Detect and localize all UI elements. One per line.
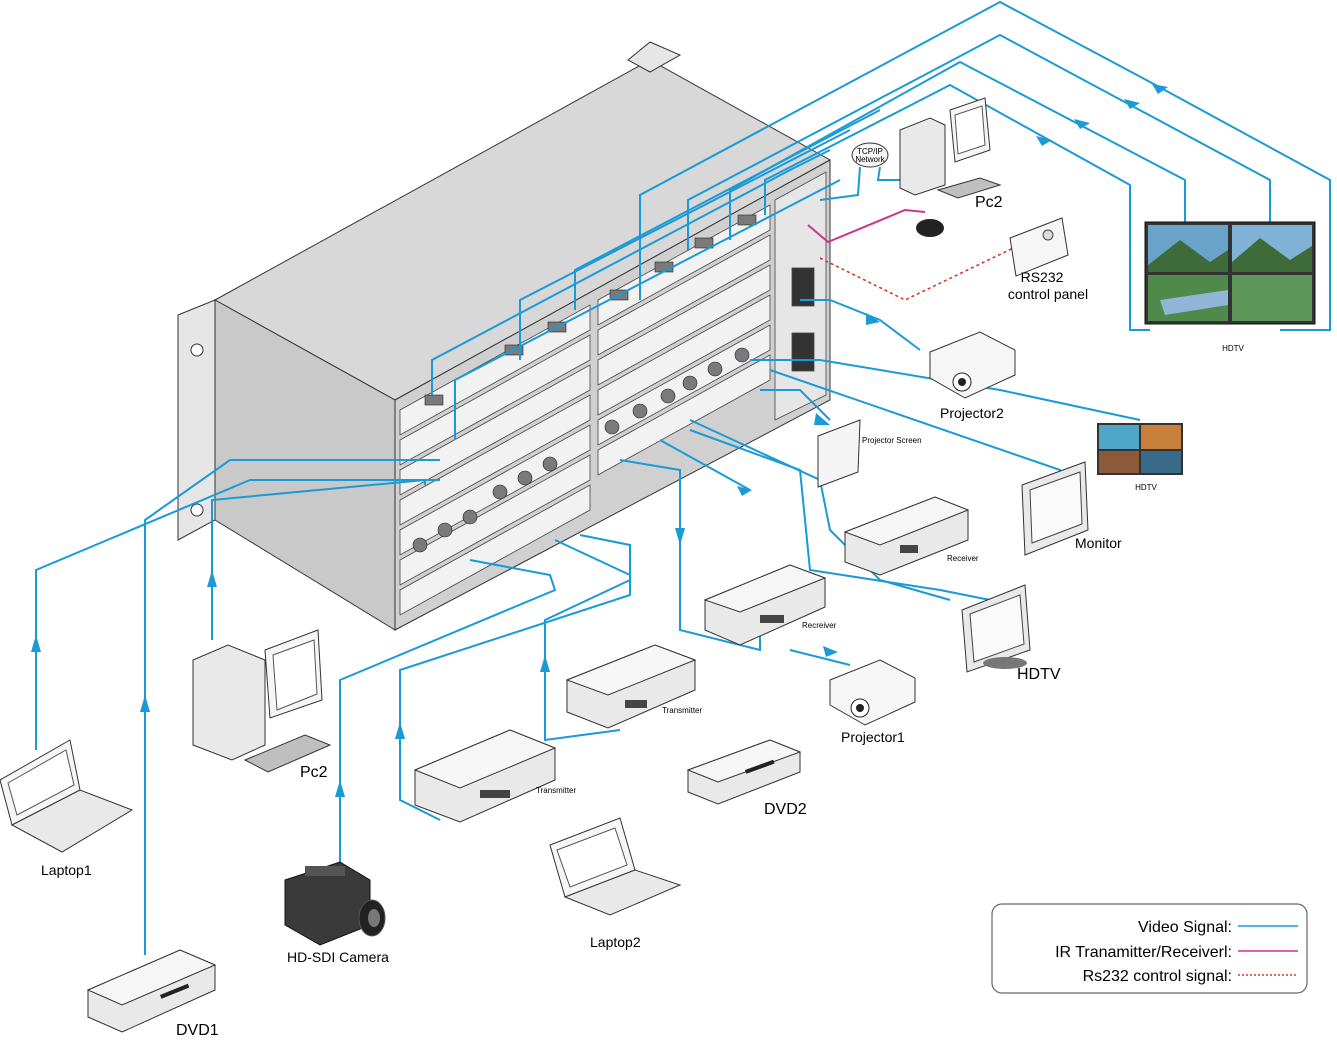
rs232-panel-label-2: control panel: [1008, 286, 1088, 302]
projector2-label: Projector2: [940, 405, 1004, 421]
receiver-mid-label: Recreiver: [802, 621, 837, 630]
extender-icon: [565, 644, 697, 729]
hd-sdi-camera-label: HD-SDI Camera: [287, 949, 389, 965]
projector1-label: Projector1: [841, 729, 905, 745]
legend-box: [991, 903, 1308, 994]
rs232-signal-line: [819, 239, 1031, 301]
tcp-ip-label-1: TCP/IP: [857, 147, 883, 156]
legend-label-ir: IR Tranamitter/Receiverl:: [1055, 944, 1232, 961]
laptop-icon: [549, 817, 682, 916]
hdtv-video-wall-icon: [1144, 221, 1316, 325]
legend-label-rs232: Rs232 control signal:: [1083, 968, 1232, 985]
hdtv-wall-label: HDTV: [1222, 344, 1244, 353]
projector-screen-label: Projector Screen: [862, 436, 922, 445]
extender-icon: [843, 496, 970, 576]
video-arrows: [31, 84, 1168, 797]
transmitter-mid-label: Transmitter: [662, 706, 702, 715]
projector-icon: [929, 331, 1016, 399]
dvd1-label: DVD1: [176, 1022, 219, 1038]
laptop2-label: Laptop2: [590, 934, 641, 950]
camera-icon: [284, 861, 386, 946]
legend: Video Signal: IR Tranamitter/Receiverl: …: [991, 903, 1308, 994]
video-signal-lines: [35, 0, 1331, 955]
pc2-left-label: Pc2: [300, 764, 328, 781]
laptop1-label: Laptop1: [41, 862, 92, 878]
projector-icon: [829, 659, 916, 726]
ir-signal-line: [807, 208, 926, 244]
rs232-panel-label-1: RS232: [1021, 269, 1064, 285]
network-cloud-icon: TCP/IP Network: [819, 142, 900, 201]
hdtv-right-label: HDTV: [1017, 666, 1061, 683]
extender-icon: [703, 564, 827, 646]
receiver-right-label: Receiver: [947, 554, 979, 563]
pc-icon: [899, 97, 1002, 199]
ir-receiver-icon: [916, 219, 944, 237]
laptop-icon: [0, 739, 134, 853]
monitor-label: Monitor: [1075, 535, 1122, 551]
projector-screen-icon: [817, 419, 861, 488]
rs232-control-panel-icon: [1009, 217, 1069, 277]
dvd-player-icon: [86, 949, 217, 1033]
hdtv-small-label: HDTV: [1135, 483, 1157, 492]
dvd-player-icon: [686, 739, 802, 805]
extender-icon: [413, 729, 557, 823]
hdtv-small-icon: [1097, 423, 1183, 475]
pc-icon: [192, 629, 332, 773]
hdtv-right-icon: [961, 584, 1031, 673]
dvd2-label: DVD2: [764, 801, 807, 818]
pc2-top-label: Pc2: [975, 194, 1003, 211]
matrix-card-slots: [399, 171, 827, 616]
transmitter-left-label: Transmitter: [536, 786, 576, 795]
monitor-icon: [1021, 461, 1089, 556]
tcp-ip-label-2: Network: [855, 155, 885, 164]
legend-label-video: Video Signal:: [1138, 919, 1232, 936]
